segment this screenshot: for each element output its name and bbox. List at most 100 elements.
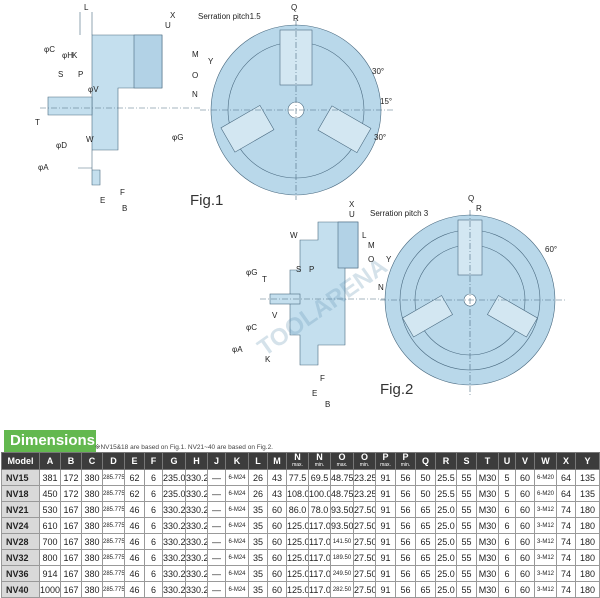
table-cell: 3-M12 bbox=[534, 533, 557, 550]
table-cell: 117.0 bbox=[308, 565, 331, 582]
table-cell: — bbox=[207, 469, 226, 486]
column-header: S bbox=[456, 452, 477, 470]
table-cell: 74 bbox=[556, 533, 576, 550]
section-note: ※NV15&18 are based on Fig.1. NV21~40 are… bbox=[95, 444, 273, 451]
svg-text:O: O bbox=[368, 255, 374, 264]
table-cell: 46 bbox=[124, 581, 145, 598]
header-sublabel: max. bbox=[336, 462, 348, 468]
table-cell: 93.50 bbox=[330, 517, 354, 534]
table-cell: 35 bbox=[248, 533, 268, 550]
table-cell: 74 bbox=[556, 501, 576, 518]
table-cell: 55 bbox=[456, 485, 477, 502]
table-cell: 6 bbox=[498, 565, 516, 582]
table-cell: 43 bbox=[267, 469, 287, 486]
table-cell: 60 bbox=[515, 565, 535, 582]
table-cell: 117.0 bbox=[308, 581, 331, 598]
table-cell: 46 bbox=[124, 517, 145, 534]
table-cell: M30 bbox=[476, 581, 499, 598]
header-label: A bbox=[46, 456, 54, 466]
table-cell: 6-M24 bbox=[225, 581, 249, 598]
table-cell: 167 bbox=[60, 549, 82, 566]
table-cell: 380 bbox=[81, 485, 103, 502]
table-cell: 285.775 bbox=[102, 485, 125, 502]
svg-text:N: N bbox=[192, 90, 198, 99]
svg-text:30°: 30° bbox=[372, 67, 384, 76]
table-cell: 3-M12 bbox=[534, 581, 557, 598]
model-cell: NV28 bbox=[1, 533, 40, 550]
svg-text:F: F bbox=[320, 374, 325, 383]
table-cell: 6 bbox=[144, 581, 163, 598]
table-cell: 6-M24 bbox=[225, 517, 249, 534]
table-cell: 60 bbox=[267, 549, 287, 566]
svg-text:30°: 30° bbox=[374, 133, 386, 142]
table-cell: 60 bbox=[267, 565, 287, 582]
table-cell: 6 bbox=[144, 549, 163, 566]
column-header: G bbox=[162, 452, 186, 470]
header-label: O bbox=[360, 452, 368, 462]
table-cell: 93.50 bbox=[330, 501, 354, 518]
table-cell: 56 bbox=[395, 485, 416, 502]
table-cell: 700 bbox=[39, 533, 61, 550]
table-cell: 167 bbox=[60, 565, 82, 582]
table-cell: 6 bbox=[144, 469, 163, 486]
table-cell: 91 bbox=[375, 533, 396, 550]
table-cell: 62 bbox=[124, 469, 145, 486]
table-cell: 6-M24 bbox=[225, 565, 249, 582]
table-cell: 60 bbox=[515, 533, 535, 550]
table-cell: 172 bbox=[60, 469, 82, 486]
table-cell: 330.2 bbox=[162, 565, 186, 582]
table-cell: 180 bbox=[575, 501, 600, 518]
table-cell: 380 bbox=[81, 581, 103, 598]
table-cell: 6-M20 bbox=[534, 469, 557, 486]
table-cell: 285.775 bbox=[102, 533, 125, 550]
table-cell: 60 bbox=[267, 533, 287, 550]
fig2-labels: XU WM OφG TS PN φCK φAF EB LY VQ R Serra… bbox=[232, 194, 557, 409]
table-cell: 25.5 bbox=[435, 485, 457, 502]
table-cell: 6 bbox=[498, 533, 516, 550]
table-cell: 135 bbox=[575, 485, 600, 502]
column-header: V bbox=[515, 452, 535, 470]
table-cell: 285.775 bbox=[102, 565, 125, 582]
table-cell: 46 bbox=[124, 533, 145, 550]
table-cell: 50 bbox=[415, 469, 436, 486]
table-cell: 25.0 bbox=[435, 533, 457, 550]
table-cell: 46 bbox=[124, 501, 145, 518]
table-cell: 6-M20 bbox=[534, 485, 557, 502]
table-cell: 6 bbox=[498, 517, 516, 534]
svg-text:60°: 60° bbox=[545, 245, 557, 254]
column-header: L bbox=[248, 452, 268, 470]
table-cell: 25.0 bbox=[435, 549, 457, 566]
fig2-side-view bbox=[260, 221, 390, 366]
svg-text:U: U bbox=[165, 21, 171, 30]
svg-text:V: V bbox=[272, 311, 278, 320]
column-header: X bbox=[556, 452, 576, 470]
table-cell: 60 bbox=[267, 517, 287, 534]
table-cell: 6-M24 bbox=[225, 533, 249, 550]
table-cell: 330.2 bbox=[185, 469, 208, 486]
header-sublabel: max. bbox=[380, 462, 391, 468]
table-cell: 26 bbox=[248, 469, 268, 486]
table-cell: 125.0 bbox=[286, 533, 309, 550]
table-cell: 65 bbox=[415, 501, 436, 518]
table-cell: 35 bbox=[248, 501, 268, 518]
table-cell: 26 bbox=[248, 485, 268, 502]
table-cell: 74 bbox=[556, 565, 576, 582]
svg-text:T: T bbox=[35, 118, 40, 127]
table-cell: 285.775 bbox=[102, 581, 125, 598]
svg-text:φG: φG bbox=[172, 133, 183, 142]
table-cell: 55 bbox=[456, 549, 477, 566]
table-cell: 91 bbox=[375, 549, 396, 566]
table-cell: 50 bbox=[415, 485, 436, 502]
fig1-caption: Fig.1 bbox=[190, 192, 223, 209]
table-cell: 55 bbox=[456, 469, 477, 486]
